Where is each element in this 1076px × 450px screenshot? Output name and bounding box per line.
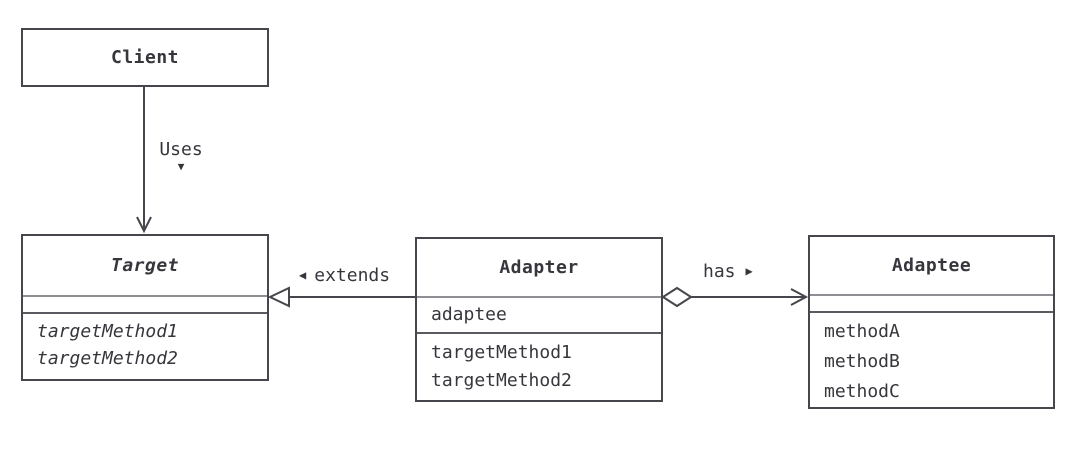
uses-open-arrowhead-icon	[136, 216, 152, 234]
adaptee-methods-compartment: methodA methodB methodC	[810, 311, 1053, 407]
has-label-text: has	[703, 261, 736, 282]
has-open-arrowhead-icon	[790, 288, 809, 306]
target-methods-compartment: targetMethod1 targetMethod2	[23, 312, 267, 379]
method-item: targetMethod1	[37, 321, 178, 342]
class-name-client: Client	[110, 47, 180, 68]
target-attributes-compartment	[23, 295, 267, 312]
extends-hollow-triangle-icon	[267, 286, 290, 308]
attribute-item: adaptee	[431, 304, 507, 325]
extends-label-text: extends	[314, 265, 391, 286]
extends-edge-label: ◀ extends	[299, 262, 390, 289]
method-item: targetMethod1	[431, 342, 572, 363]
method-item: methodC	[824, 381, 900, 402]
adaptee-attributes-compartment	[810, 294, 1053, 311]
has-direction-marker-icon: ▶	[745, 264, 753, 278]
aggregation-diamond-icon	[661, 286, 693, 308]
adapter-methods-compartment: targetMethod1 targetMethod2	[417, 332, 661, 400]
class-name-target: Target	[110, 255, 180, 276]
method-item: methodA	[824, 321, 900, 342]
method-item: targetMethod2	[431, 370, 572, 391]
uses-edge-label: Uses ▼	[150, 139, 212, 174]
class-box-target: Target targetMethod1 targetMethod2	[21, 234, 269, 381]
class-box-adaptee: Adaptee methodA methodB methodC	[808, 235, 1055, 409]
method-item: targetMethod2	[37, 348, 178, 369]
class-box-client: Client	[21, 28, 269, 87]
method-item: methodB	[824, 351, 900, 372]
uses-label-text: Uses	[159, 139, 203, 160]
extends-direction-marker-icon: ◀	[299, 268, 307, 282]
uses-direction-marker-icon: ▼	[177, 160, 185, 173]
has-edge-label: has ▶	[703, 259, 753, 284]
adapter-attributes-compartment: adaptee	[417, 296, 661, 332]
class-name-adapter: Adapter	[499, 257, 579, 278]
class-box-adapter: Adapter adaptee targetMethod1 targetMeth…	[415, 237, 663, 402]
class-name-adaptee: Adaptee	[891, 255, 972, 277]
